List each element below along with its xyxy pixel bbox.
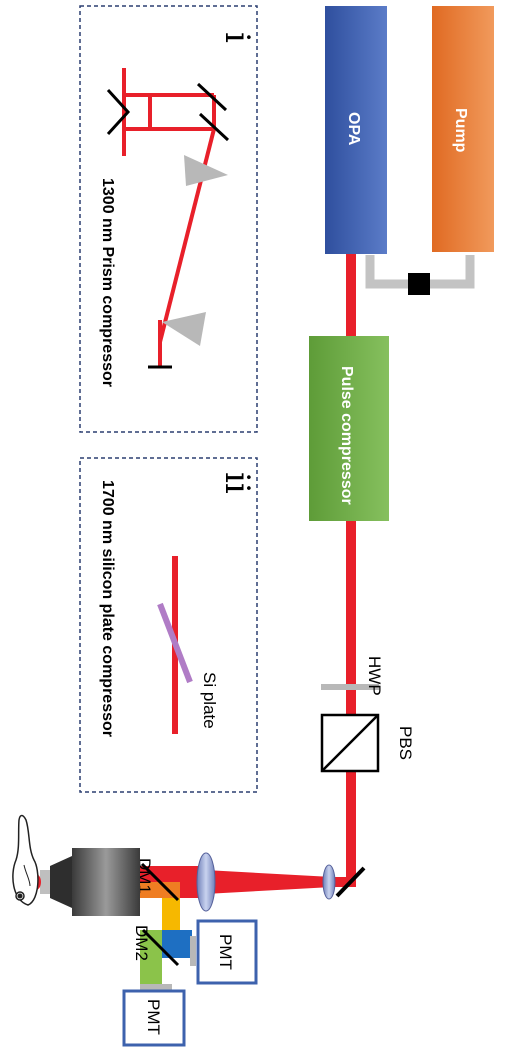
si-plate xyxy=(157,602,193,684)
filter-1 xyxy=(190,936,196,966)
pulse-compressor-label: Pulse compressor xyxy=(338,366,355,505)
objective-tip xyxy=(40,870,50,894)
prism-lower xyxy=(162,312,206,346)
fish-pupil xyxy=(17,893,23,899)
opa-box xyxy=(325,6,387,254)
pmt-1-label: PMT xyxy=(216,934,235,970)
pump-label: Pump xyxy=(452,108,469,153)
hwp-plate xyxy=(321,684,379,690)
prism-mirrors xyxy=(106,82,230,369)
objective-body xyxy=(72,848,140,916)
pump-connector xyxy=(365,255,475,295)
pmt-1-box xyxy=(196,919,258,985)
fold-mirror xyxy=(198,112,230,142)
fish-body xyxy=(12,814,39,906)
objective-nose xyxy=(50,856,72,908)
fish-gut xyxy=(23,864,31,887)
objective-lens xyxy=(40,848,140,916)
inset-ii-frame xyxy=(79,457,258,793)
inset-ii-numeral: ii xyxy=(217,472,257,494)
fold-mirror xyxy=(196,82,228,112)
pulse-compressor-box xyxy=(309,336,389,521)
expanded-beam xyxy=(205,870,332,894)
hwp-label: HWP xyxy=(365,656,384,696)
si-plate-label: Si plate xyxy=(200,672,219,729)
lens-1 xyxy=(322,864,336,900)
prism-upper xyxy=(184,155,228,186)
inset-i-caption: 1300 nm Prism compressor xyxy=(99,178,116,387)
filter-2 xyxy=(140,984,172,990)
lens-2 xyxy=(196,852,216,912)
inset-i-numeral: i xyxy=(217,32,257,43)
pmt-2-label: PMT xyxy=(144,999,163,1035)
pbs-line xyxy=(321,714,379,772)
emission-path-yellow xyxy=(162,898,180,930)
connector-block xyxy=(408,273,430,295)
pmt-2-box xyxy=(122,989,186,1047)
dm1-mirror xyxy=(140,862,180,902)
steering-mirror xyxy=(335,866,366,898)
prism-beam-segment xyxy=(158,128,216,343)
dm2-mirror xyxy=(141,928,180,967)
dm2-label: DM2 xyxy=(132,925,151,961)
pbs-label: PBS xyxy=(396,726,415,760)
prism-compressor-schematic xyxy=(122,68,216,366)
opa-label: OPA xyxy=(345,112,362,146)
zebrafish-icon xyxy=(12,814,39,906)
inset-ii-caption: 1700 nm silicon plate compressor xyxy=(99,480,116,737)
pump-box xyxy=(432,6,494,252)
roof-mirror xyxy=(106,88,131,136)
pbs-cube xyxy=(320,713,380,773)
